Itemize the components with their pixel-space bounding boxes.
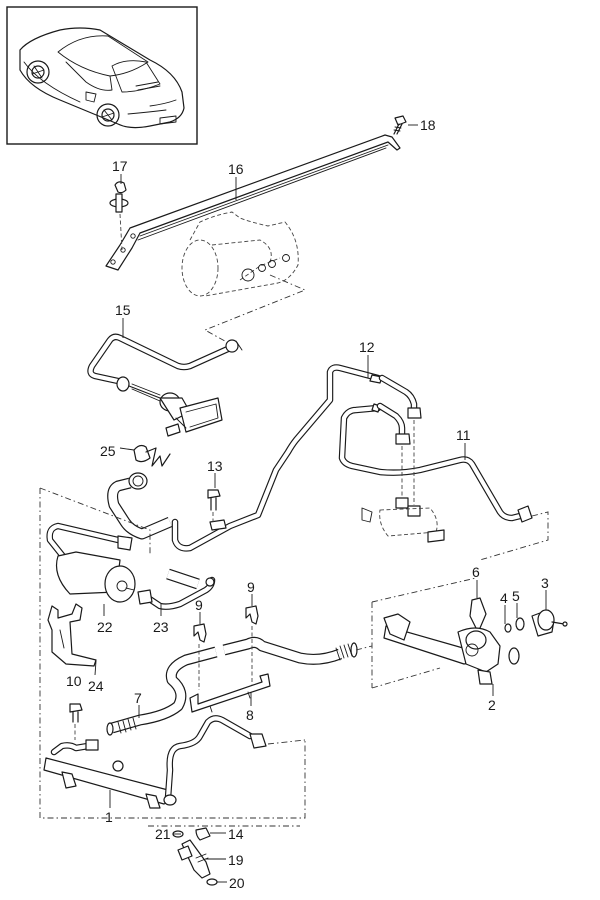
clip-icon <box>193 623 207 690</box>
bolt-icon <box>393 115 407 135</box>
vehicle-inset <box>6 6 198 145</box>
car-icon <box>19 27 185 129</box>
callout-2[interactable]: 2 <box>488 697 496 713</box>
fuel-collection-pipe-2-part <box>383 613 520 685</box>
callout-6[interactable]: 6 <box>472 564 480 580</box>
engine-ghost <box>181 211 307 346</box>
leader-lines <box>94 124 547 883</box>
elbow-hose-part <box>107 472 173 540</box>
callout-9a[interactable]: 9 <box>195 597 203 613</box>
callout-3[interactable]: 3 <box>541 575 549 591</box>
left-group-outline-top <box>39 487 151 555</box>
callout-24[interactable]: 24 <box>88 678 104 694</box>
callout-18[interactable]: 18 <box>420 117 436 133</box>
vacuum-line-part <box>87 333 243 437</box>
callout-19[interactable]: 19 <box>228 852 244 868</box>
callout-17[interactable]: 17 <box>112 158 128 174</box>
left-group-outline <box>39 488 306 819</box>
clip-icon <box>469 597 487 629</box>
fuel-collection-pipe-1-part <box>43 715 306 809</box>
bolt-icon <box>69 703 83 740</box>
inset-frame <box>6 6 198 145</box>
callout-23[interactable]: 23 <box>153 619 169 635</box>
callout-20[interactable]: 20 <box>229 875 245 891</box>
callout-22[interactable]: 22 <box>97 619 113 635</box>
right-group-outline <box>371 577 477 688</box>
callout-labels: 18 16 17 15 12 11 13 25 22 23 24 10 9 9 … <box>66 117 549 891</box>
clip-icon <box>133 444 171 467</box>
callout-10[interactable]: 10 <box>66 673 82 689</box>
holder-24-part <box>47 603 97 667</box>
injector-icon <box>177 839 211 879</box>
o-ring-icon <box>206 878 218 886</box>
callout-13[interactable]: 13 <box>207 458 223 474</box>
pressure-regulator-part <box>531 609 568 637</box>
clip-icon <box>195 827 211 841</box>
o-ring-icon <box>515 617 525 631</box>
fuel-hose-7-part <box>106 636 373 736</box>
callout-12[interactable]: 12 <box>359 339 375 355</box>
callout-9b[interactable]: 9 <box>247 579 255 595</box>
callout-8[interactable]: 8 <box>246 707 254 723</box>
callout-16[interactable]: 16 <box>228 161 244 177</box>
holder-8-part <box>189 673 271 713</box>
main-fuel-line-part <box>171 364 422 552</box>
callout-1[interactable]: 1 <box>105 809 113 825</box>
callout-15[interactable]: 15 <box>115 302 131 318</box>
clip-icon <box>109 181 129 251</box>
callout-4[interactable]: 4 <box>500 590 508 606</box>
callout-21[interactable]: 21 <box>155 826 171 842</box>
fuel-filter-part <box>46 522 136 603</box>
right-group-outline-bottom <box>371 667 441 689</box>
callout-11[interactable]: 11 <box>456 427 471 443</box>
fuel-line-23-part <box>137 568 216 610</box>
callout-5[interactable]: 5 <box>512 588 520 604</box>
distributor-ghost <box>361 420 445 543</box>
o-ring-icon <box>504 623 512 633</box>
callout-25[interactable]: 25 <box>100 443 116 459</box>
callout-7[interactable]: 7 <box>134 690 142 706</box>
bolt-icon <box>207 489 221 522</box>
callout-14[interactable]: 14 <box>228 826 244 842</box>
fuel-line-11-part <box>338 402 549 561</box>
support-bar-part <box>105 134 401 271</box>
clip-icon <box>245 605 259 690</box>
